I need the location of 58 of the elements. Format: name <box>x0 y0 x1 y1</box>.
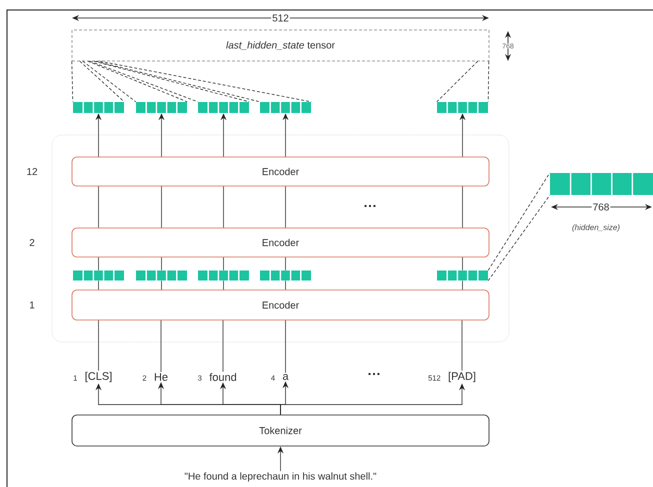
connector-line <box>285 186 286 228</box>
connector-line <box>462 257 463 271</box>
input-sentence: "He found a leprechaun in his walnut shell." <box>184 472 376 482</box>
dimension-label: 768 <box>592 202 610 212</box>
connector-line <box>285 280 286 290</box>
projection-line <box>436 60 478 102</box>
vector-bar <box>136 270 187 280</box>
zoom-line <box>488 194 550 282</box>
vector-bar <box>260 102 311 113</box>
encoder-box: Encoder <box>72 290 490 320</box>
connector-line <box>160 320 162 372</box>
connector-line <box>98 280 99 290</box>
connector-line <box>462 280 463 290</box>
connector-line <box>98 320 99 372</box>
connector-line <box>161 186 162 228</box>
layer-number: 1 <box>30 302 34 308</box>
connector-line <box>223 257 224 271</box>
vector-bar <box>136 102 187 113</box>
zoom-line <box>488 172 550 271</box>
layer-number: 2 <box>30 239 34 246</box>
ellipsis: … <box>364 204 376 208</box>
connector-line <box>223 280 224 290</box>
tokenizer-box: Tokenizer <box>72 414 490 446</box>
connector-line <box>223 186 224 228</box>
vector-bar <box>198 270 249 280</box>
token-label: [CLS] <box>86 372 112 382</box>
connector-line <box>285 257 286 271</box>
token-label: [PAD] <box>448 372 476 382</box>
encoder-box: Encoder <box>72 156 490 186</box>
projection-line <box>99 60 312 102</box>
dimension-label: 512 <box>271 13 290 23</box>
connector-line <box>98 186 99 228</box>
connector-line <box>222 320 224 372</box>
vector-bar <box>198 102 249 113</box>
connector-line <box>462 186 463 228</box>
connector-line <box>98 257 99 271</box>
connector-line <box>161 257 162 271</box>
ellipsis: … <box>368 372 380 376</box>
tensor-box: last_hidden_state tensor <box>72 30 490 62</box>
encoder-box: Encoder <box>72 228 490 258</box>
token-label: found <box>209 372 236 382</box>
encoder-stack-box <box>52 134 510 342</box>
connector-line <box>161 280 162 290</box>
vector-bar <box>437 102 488 113</box>
vector-bar <box>73 270 124 280</box>
caption-label: (hidden_size) <box>572 224 620 232</box>
vector-bar <box>437 270 488 280</box>
vector-bar <box>73 102 124 113</box>
vector-bar <box>260 270 311 280</box>
token-label: a <box>282 374 289 380</box>
token-label: He <box>154 373 168 381</box>
vector-bar <box>550 173 653 195</box>
connector-line <box>285 320 286 374</box>
projection-line <box>71 60 74 102</box>
layer-number: 12 <box>27 168 38 175</box>
projection-line <box>82 60 136 102</box>
projection-line <box>79 60 125 102</box>
projection-line <box>488 60 490 102</box>
